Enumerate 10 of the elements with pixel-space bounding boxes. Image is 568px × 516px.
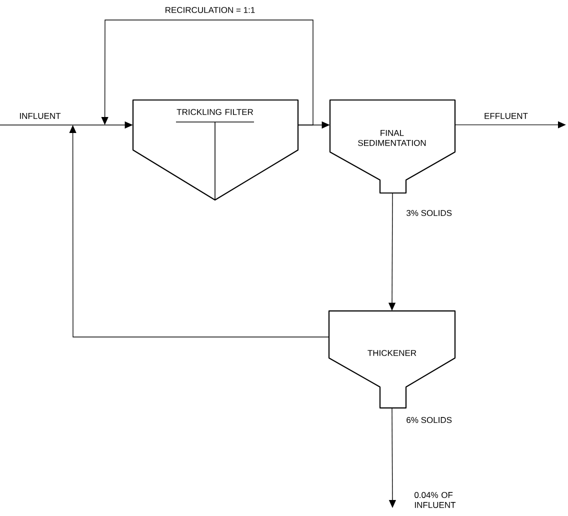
edge-label: RECIRCULATION = 1:1	[166, 7, 255, 13]
edge-label: 6% SOLIDS	[406, 416, 452, 423]
thickener-tank: THICKENER	[328, 310, 456, 409]
arrow	[101, 20, 314, 126]
sedimentation-tank: FINAL SEDIMENTATION	[329, 99, 456, 194]
edge-label: 3% SOLIDS	[406, 210, 452, 216]
edge-label: EFFLUENT	[484, 113, 528, 119]
trickling-filter-tank: TRICKLING FILTER	[132, 99, 299, 201]
flow-note: 0.04% OF INFLUENT	[414, 492, 456, 508]
edge-label: INFLUENT	[20, 113, 61, 119]
